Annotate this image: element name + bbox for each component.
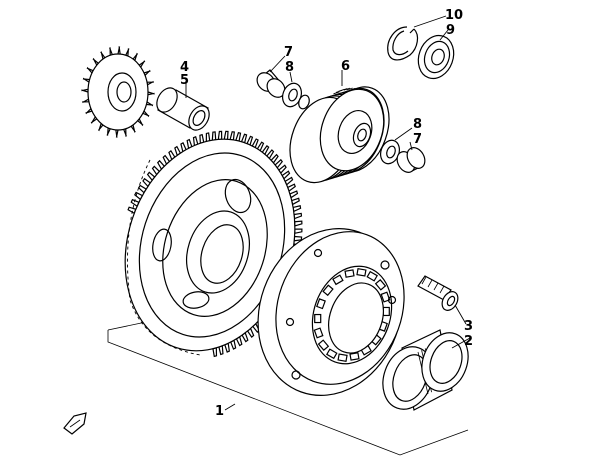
clutch-roller: [322, 284, 334, 297]
leader-lines: [185, 15, 471, 411]
gear-tooth: [235, 132, 242, 142]
clutch-roller: [316, 298, 326, 310]
clutch-roller: [317, 339, 330, 352]
callout-3: 3: [464, 319, 473, 334]
gear-tooth: [211, 131, 217, 141]
clutch-roller: [344, 269, 355, 278]
callout-6: 6: [341, 59, 350, 74]
gear-tooth: [115, 129, 119, 138]
clutch-roller: [366, 270, 378, 282]
bolt: [417, 275, 459, 311]
clutch-roller: [313, 327, 324, 339]
clutch-pack: [289, 86, 390, 184]
small-washer-center: [298, 94, 310, 110]
plate-ridge: [346, 87, 353, 91]
small-drive-gear: [81, 46, 155, 138]
snap-ring: [387, 26, 419, 61]
callout-9: 9: [446, 23, 455, 38]
gear-tooth: [147, 91, 155, 96]
clutch-housing: [257, 228, 405, 396]
callout-1: 1: [215, 404, 224, 419]
callout-8-lower: 8: [413, 117, 422, 132]
callout-5: 5: [180, 73, 189, 88]
callout-4: 4: [180, 60, 189, 75]
gear-tooth: [117, 46, 121, 55]
large-ring-gear: [124, 130, 303, 358]
gear-tooth: [294, 220, 303, 227]
callout-7-lower: 7: [413, 132, 422, 147]
plate-ridge: [343, 87, 351, 91]
gear-tooth: [229, 131, 235, 141]
gear-shaft: [156, 87, 210, 131]
callout-2: 2: [464, 334, 473, 349]
clutch-roller: [326, 348, 338, 360]
clutch-roller: [356, 267, 367, 277]
clutch-roller: [332, 274, 344, 286]
bushing-lower: [396, 147, 426, 173]
bushing-upper: [256, 69, 286, 98]
callout-8-upper: 8: [285, 60, 294, 75]
gear-tooth: [294, 228, 303, 235]
callout-7-upper: 7: [284, 45, 293, 60]
plate-ridge: [349, 87, 356, 91]
plate-ridge: [341, 88, 348, 91]
ball-bearing: [417, 34, 455, 80]
clutch-roller: [380, 291, 391, 303]
clutch-roller: [337, 353, 348, 363]
needle-bearing: [382, 329, 469, 411]
front-direction-icon: [63, 412, 87, 435]
plate-ridge: [333, 91, 340, 95]
clutch-roller: [314, 313, 322, 324]
gear-tooth: [223, 130, 229, 140]
gear-tooth: [217, 130, 223, 141]
clutch-roller: [349, 352, 360, 361]
clutch-roller: [382, 306, 390, 317]
gear-tooth: [81, 88, 89, 93]
gear-tooth: [293, 212, 303, 220]
callout-10: 10: [445, 8, 463, 23]
clutch-roller: [374, 278, 387, 291]
